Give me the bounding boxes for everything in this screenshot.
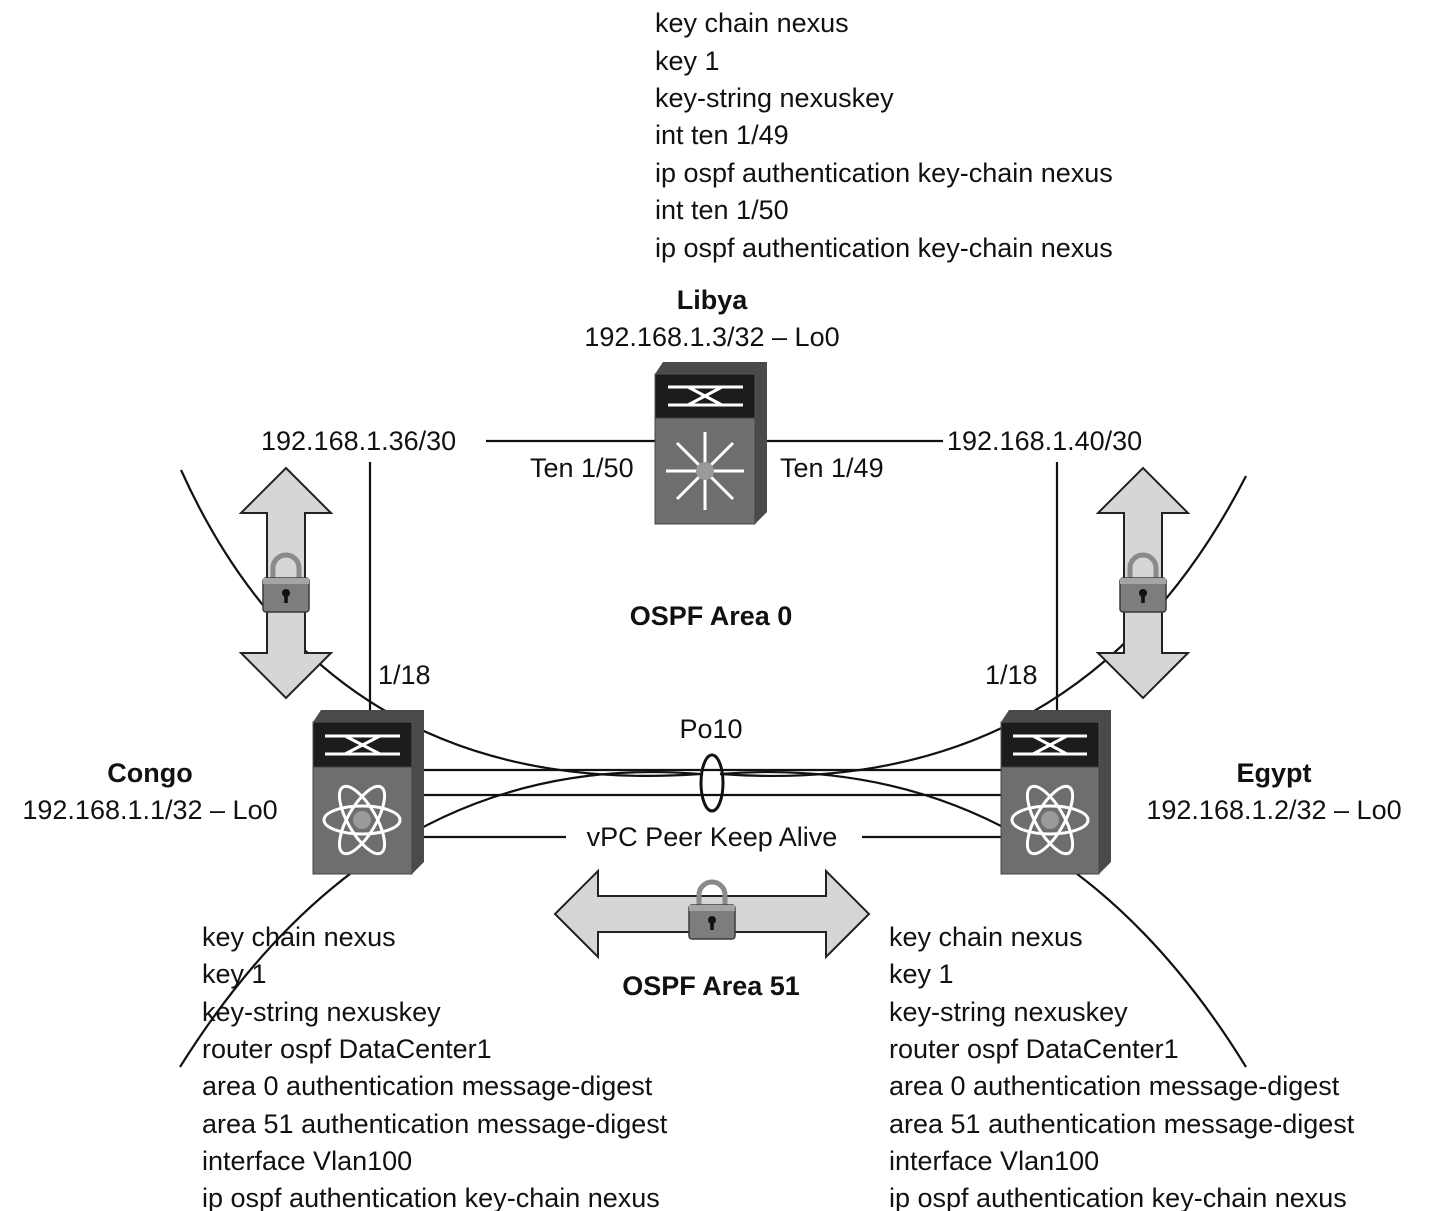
congo-address: 192.168.1.1/32 – Lo0 (22, 795, 277, 825)
config-line: key-string nexuskey (202, 997, 441, 1027)
config-line: key 1 (202, 959, 267, 989)
area0-label: OSPF Area 0 (630, 601, 793, 631)
nexus-switch-icon (1000, 710, 1111, 875)
config-line: key 1 (889, 959, 954, 989)
config-line: ip ospf authentication key-chain nexus (655, 233, 1113, 263)
libya-name: Libya (677, 285, 749, 315)
area0-boundary-arc-right (719, 475, 1247, 778)
libya-port-ten-1-50: Ten 1/50 (530, 453, 634, 483)
nexus-switch-icon (654, 362, 767, 525)
area51-label: OSPF Area 51 (622, 971, 800, 1001)
peer-keepalive-label: vPC Peer Keep Alive (587, 822, 838, 852)
config-line: key chain nexus (889, 922, 1083, 952)
config-line: router ospf DataCenter1 (889, 1034, 1179, 1064)
egypt-name: Egypt (1236, 758, 1311, 788)
libya-config: key chain nexus key 1 key-string nexuske… (655, 8, 1113, 263)
config-line: interface Vlan100 (889, 1146, 1099, 1176)
port-channel-oval (699, 753, 725, 813)
config-line: key 1 (655, 46, 720, 76)
right-link-network: 192.168.1.40/30 (947, 426, 1142, 456)
congo-name: Congo (107, 758, 192, 788)
egypt-address: 192.168.1.2/32 – Lo0 (1146, 795, 1401, 825)
config-line: key-string nexuskey (655, 83, 894, 113)
config-line: area 0 authentication message-digest (889, 1071, 1340, 1101)
port-channel-label: Po10 (679, 714, 742, 744)
area0-boundary-arc-left (179, 469, 701, 777)
nexus-switch-icon (312, 710, 424, 875)
config-line: area 0 authentication message-digest (202, 1071, 653, 1101)
congo-port: 1/18 (378, 660, 431, 690)
config-line: key-string nexuskey (889, 997, 1128, 1027)
config-line: key chain nexus (655, 8, 849, 38)
config-line: int ten 1/50 (655, 195, 789, 225)
config-line: area 51 authentication message-digest (889, 1109, 1355, 1139)
config-line: ip ospf authentication key-chain nexus (889, 1183, 1347, 1211)
egypt-port: 1/18 (985, 660, 1038, 690)
config-line: ip ospf authentication key-chain nexus (202, 1183, 660, 1211)
egypt-config: key chain nexus key 1 key-string nexuske… (889, 922, 1355, 1211)
config-line: ip ospf authentication key-chain nexus (655, 158, 1113, 188)
libya-address: 192.168.1.3/32 – Lo0 (584, 322, 839, 352)
congo-config: key chain nexus key 1 key-string nexuske… (202, 922, 668, 1211)
config-line: router ospf DataCenter1 (202, 1034, 492, 1064)
padlock-icon (689, 882, 735, 939)
config-line: key chain nexus (202, 922, 396, 952)
config-line: int ten 1/49 (655, 120, 789, 150)
left-link-network: 192.168.1.36/30 (261, 426, 456, 456)
config-line: area 51 authentication message-digest (202, 1109, 668, 1139)
links (368, 439, 1059, 839)
libya-port-ten-1-49: Ten 1/49 (780, 453, 884, 483)
config-line: interface Vlan100 (202, 1146, 412, 1176)
